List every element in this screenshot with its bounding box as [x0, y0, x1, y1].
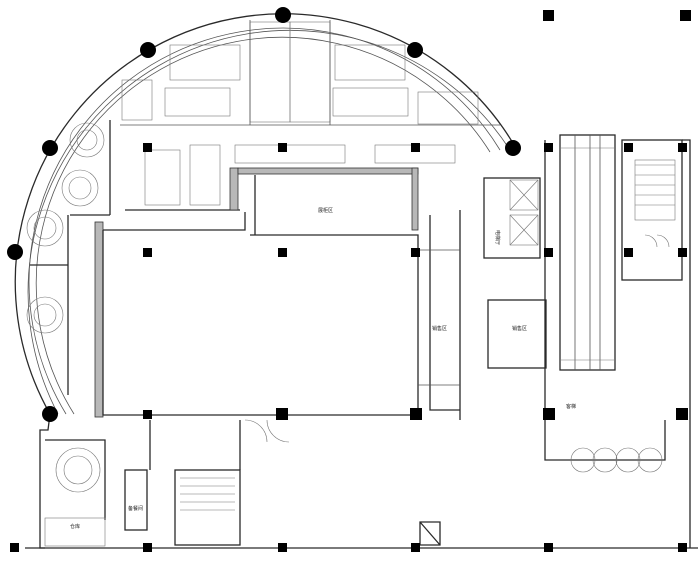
- square-column: [10, 543, 19, 552]
- label-display-right: 销售区: [512, 325, 527, 332]
- square-column: [544, 248, 553, 257]
- stair-bottom: [124, 419, 441, 546]
- label-display-left: 销售区: [432, 325, 447, 332]
- square-column: [276, 408, 288, 420]
- label-lift-lobby: 电梯厅: [494, 230, 501, 245]
- square-columns: [10, 10, 691, 552]
- round-column: [7, 244, 23, 260]
- round-column: [407, 42, 423, 58]
- square-column: [676, 408, 688, 420]
- round-column: [42, 406, 58, 422]
- round-column: [275, 7, 291, 23]
- booth-seating: [125, 144, 456, 211]
- square-column: [143, 143, 152, 152]
- square-column: [411, 248, 420, 257]
- label-storage: 仓库: [70, 523, 80, 530]
- display-zones: [418, 210, 547, 420]
- round-column: [505, 140, 521, 156]
- square-column: [624, 248, 633, 257]
- curved-facade: [14, 13, 518, 415]
- round-column: [42, 140, 58, 156]
- square-column: [143, 248, 152, 257]
- lift-core: [483, 177, 541, 259]
- label-tea-room: 备餐间: [128, 505, 143, 512]
- label-bar-area: 展柜区: [318, 207, 333, 214]
- square-column: [411, 143, 420, 152]
- round-column: [140, 42, 156, 58]
- private-rooms-left: [26, 120, 111, 547]
- entrance-doors: [544, 420, 666, 473]
- square-column: [143, 410, 152, 419]
- central-hall: [94, 167, 419, 418]
- square-column: [678, 248, 687, 257]
- square-column: [678, 143, 687, 152]
- square-column: [544, 143, 553, 152]
- square-column: [143, 543, 152, 552]
- stair-right: [621, 139, 683, 281]
- dining-area-top: [120, 20, 500, 126]
- escalators: [559, 134, 616, 371]
- square-column: [411, 543, 420, 552]
- round-columns: [7, 7, 521, 422]
- square-column: [678, 543, 687, 552]
- square-column: [278, 543, 287, 552]
- square-column: [544, 543, 553, 552]
- label-guest-entry: 客梯: [566, 403, 576, 410]
- square-column: [410, 408, 422, 420]
- square-column: [624, 143, 633, 152]
- square-column: [543, 408, 555, 420]
- square-column: [680, 10, 691, 21]
- square-column: [278, 143, 287, 152]
- square-column: [543, 10, 554, 21]
- square-column: [278, 248, 287, 257]
- outer-walls: [25, 139, 698, 549]
